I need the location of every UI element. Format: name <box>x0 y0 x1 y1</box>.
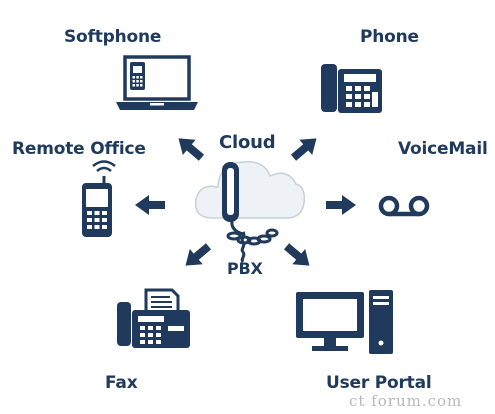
mobile-phone-icon <box>82 160 116 237</box>
cloud-label: Cloud <box>219 132 276 153</box>
arrow-to-fax <box>179 238 215 274</box>
desktop-computer-icon <box>296 290 393 354</box>
remote-office-label: Remote Office <box>12 139 146 159</box>
phone-label: Phone <box>360 27 419 47</box>
voicemail-icon <box>378 195 430 217</box>
pbx-handset-icon <box>222 162 279 264</box>
pbx-label: PBX <box>227 259 263 278</box>
arrow-to-softphone <box>172 130 208 166</box>
cloud-icon <box>194 161 306 219</box>
laptop-icon <box>116 55 198 110</box>
user-portal-label: User Portal <box>326 373 432 393</box>
arrow-to-voicemail <box>326 195 356 215</box>
voicemail-label: VoiceMail <box>398 139 488 159</box>
watermark: ct forum.com <box>349 392 463 410</box>
desk-phone-icon <box>321 64 382 113</box>
fax-machine-icon <box>117 288 190 348</box>
fax-label: Fax <box>105 373 138 393</box>
arrow-to-user-portal <box>280 238 316 274</box>
arrow-to-remote-office <box>135 195 165 215</box>
arrow-to-phone <box>287 130 323 166</box>
softphone-label: Softphone <box>64 27 162 47</box>
